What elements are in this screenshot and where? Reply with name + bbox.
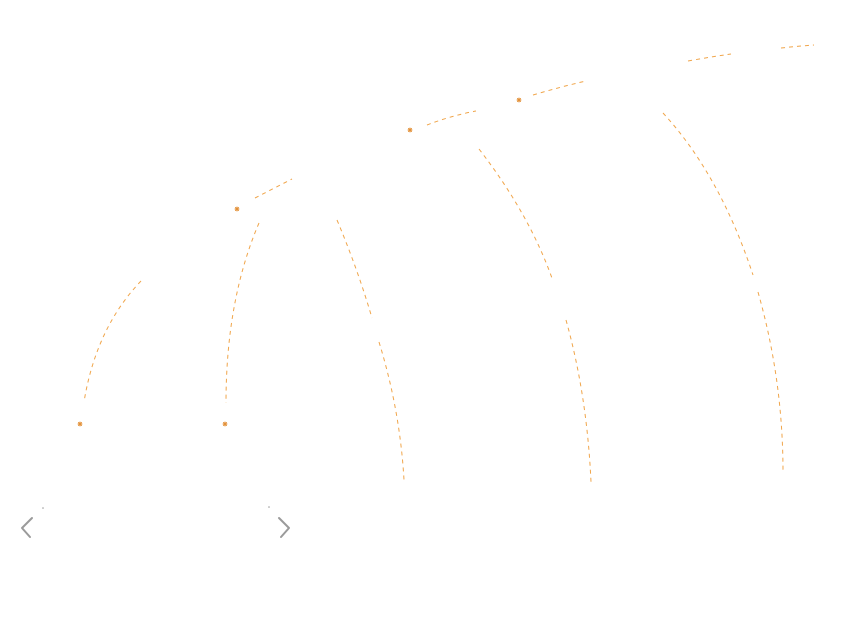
marker-group [77, 97, 522, 427]
dashed-arc-4 [336, 219, 373, 319]
dashed-arc-10 [662, 112, 754, 276]
dashed-arc-1 [83, 280, 142, 403]
dashed-arc-5 [378, 341, 405, 481]
dashed-arc-3 [254, 178, 293, 199]
next-button[interactable] [268, 506, 290, 538]
dashed-arc-6 [426, 110, 477, 126]
arc-group [83, 44, 815, 483]
asterisk-marker-1 [77, 421, 83, 427]
chevron-right-icon [268, 506, 290, 538]
dashed-arc-12 [687, 53, 732, 62]
dashed-arc-2 [225, 222, 260, 404]
dashed-arc-11 [757, 291, 784, 473]
dashed-arc-9 [532, 80, 587, 96]
prev-button[interactable] [21, 507, 44, 538]
asterisk-marker-2 [222, 421, 228, 427]
dashed-arc-13 [780, 44, 815, 49]
asterisk-marker-3 [234, 206, 240, 212]
asterisk-marker-4 [407, 127, 413, 133]
chevron-left-icon [21, 507, 44, 538]
dashed-arc-7 [478, 148, 554, 282]
asterisk-marker-5 [516, 97, 522, 103]
dashed-arc-8 [565, 319, 592, 483]
